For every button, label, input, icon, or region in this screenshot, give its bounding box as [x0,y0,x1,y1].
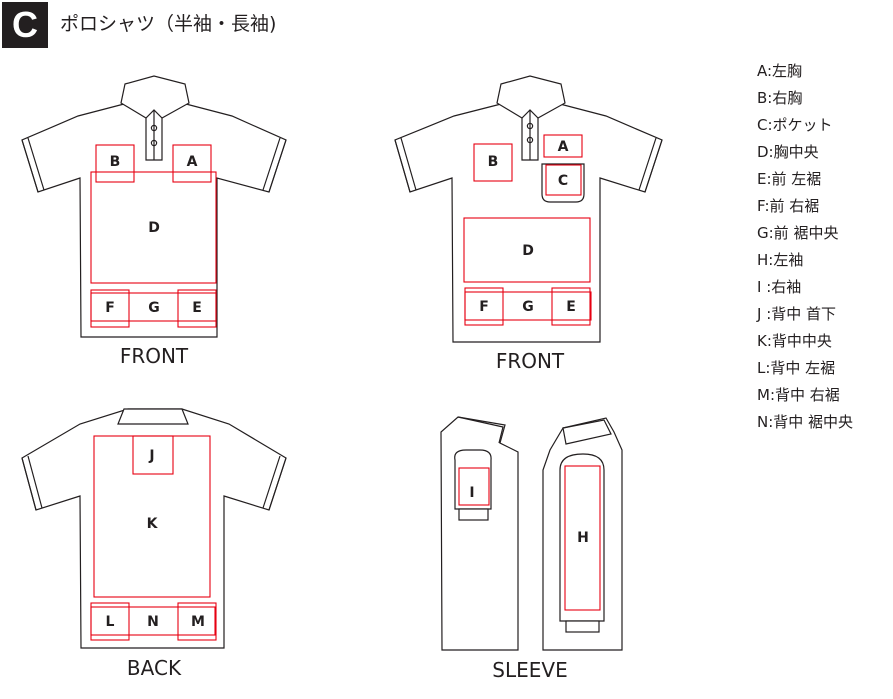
legend-item: L:背中 左裾 [757,359,836,377]
legend-item: B:右胸 [757,89,803,107]
print-area-c [545,164,582,196]
label-a2: A [558,139,569,155]
legend-item: G:前 裾中央 [757,224,839,242]
legend-item: D:胸中央 [757,143,819,161]
label-b: B [110,154,121,170]
page-title: ポロシャツ（半袖・長袖) [60,13,277,35]
label-n: N [147,614,159,630]
label-h: H [577,530,589,546]
print-area-j [132,435,174,475]
label-d: D [148,220,160,236]
sleeve-print-areas [458,465,601,611]
front-shirt-plain [21,75,287,338]
print-area-b [95,144,135,183]
label-f: F [105,300,115,316]
print-area-m [177,602,217,641]
print-area-e [177,289,217,328]
print-area-d [90,171,217,284]
label-f2: F [479,299,489,315]
label-m: M [191,614,205,630]
front-pocket-print-areas [463,134,592,326]
legend-item: N:背中 裾中央 [757,413,854,431]
caption-front-2: FRONT [496,349,565,373]
section-badge: C [2,2,48,48]
chest-pocket [541,163,585,203]
back-print-areas [90,435,217,641]
caption-sleeve: SLEEVE [492,658,567,682]
print-area-a2 [543,134,583,158]
legend-item: C:ポケット [757,116,833,134]
label-e2: E [566,299,576,315]
legend-item: F:前 右裾 [757,197,820,215]
caption-back: BACK [127,656,182,680]
print-area-d2 [463,217,591,283]
sleeve-right-side [440,416,519,651]
legend-item: A:左胸 [757,62,803,80]
legend-item: H:左袖 [757,251,804,269]
print-area-e2 [551,287,591,326]
print-area-legend: A:左胸 B:右胸 C:ポケット D:胸中央 E:前 左裾 F:前 右裾 G:前… [757,58,853,436]
label-l: L [106,614,115,630]
label-j: J [148,448,154,464]
print-area-g2 [464,291,592,321]
caption-front-1: FRONT [120,344,189,368]
legend-item: J :背中 首下 [757,305,837,323]
legend-item: K:背中中央 [757,332,832,350]
front-shirt-pocket [394,75,663,343]
legend-item: E:前 左裾 [757,170,822,188]
label-g: G [148,300,160,316]
front-print-areas [90,144,217,328]
label-d2: D [522,243,534,259]
print-area-b2 [473,143,513,182]
legend-item: I :右袖 [757,278,802,296]
legend-item: M:背中 右裾 [757,386,840,404]
label-a: A [187,154,198,170]
print-area-i [458,467,490,506]
print-area-h [564,465,601,611]
label-k: K [147,516,159,532]
label-i: I [469,485,474,501]
back-shirt [21,408,287,649]
label-c: C [558,173,568,189]
print-area-a [172,144,212,183]
sleeve-left-side [542,417,623,651]
label-g2: G [522,299,534,315]
label-e: E [192,300,202,316]
label-b2: B [488,154,499,170]
print-area-n [90,606,216,636]
